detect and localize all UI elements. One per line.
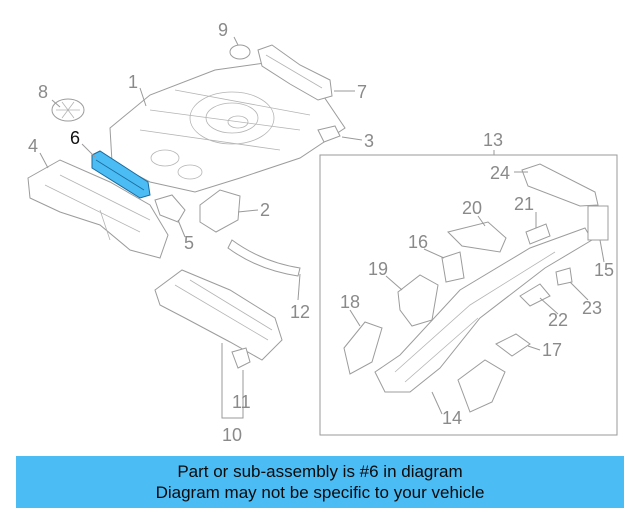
side-member-part-14 <box>374 227 593 393</box>
rear-floor-pan-part <box>109 61 346 193</box>
callout-22: 22 <box>548 310 568 330</box>
floor-side-part-4 <box>27 159 169 259</box>
clip-part-3 <box>317 125 341 143</box>
callout-3: 3 <box>364 131 374 151</box>
callout-14: 14 <box>442 408 462 428</box>
grommet-part-8 <box>51 98 85 122</box>
housing-part <box>457 359 506 413</box>
bracket-part-23 <box>555 267 573 286</box>
callout-23: 23 <box>582 298 602 318</box>
callout-18: 18 <box>340 292 360 312</box>
callout-5: 5 <box>184 233 194 253</box>
callout-21: 21 <box>514 194 534 214</box>
callout-11: 11 <box>232 392 251 412</box>
bracket-part-24 <box>521 163 599 207</box>
bracket-part-17 <box>495 333 531 357</box>
callout-20: 20 <box>462 198 482 218</box>
callout-8: 8 <box>38 82 48 102</box>
callout-17: 17 <box>542 340 562 360</box>
callout-1: 1 <box>128 72 138 92</box>
rear-crossmember-part <box>257 44 333 101</box>
curved-strip-part-12 <box>227 239 301 277</box>
leader-lines <box>39 36 605 419</box>
callout-24: 24 <box>490 163 510 183</box>
reinforcement-part-2 <box>199 189 241 233</box>
bracket-part-21 <box>525 223 551 245</box>
bracket-part-19 <box>397 274 439 327</box>
plug-part-9 <box>229 44 251 60</box>
callout-6: 6 <box>70 128 80 148</box>
callout-7: 7 <box>357 82 367 102</box>
bracket-part-20 <box>447 221 507 253</box>
subassembly-box-13 <box>319 154 618 436</box>
highlighted-part-6 <box>91 150 151 199</box>
callout-16: 16 <box>408 232 428 252</box>
callout-9: 9 <box>218 20 228 40</box>
bracket-part-18 <box>343 321 383 375</box>
bracket-part-11 <box>231 347 251 369</box>
plate-part-15 <box>587 205 609 241</box>
callout-2: 2 <box>260 200 270 220</box>
parts-diagram: 1 9 7 8 3 4 6 2 5 12 11 10 13 24 20 21 1… <box>27 20 618 445</box>
callout-labels: 1 9 7 8 3 4 6 2 5 12 11 10 13 24 20 21 1… <box>28 20 614 445</box>
callout-12: 12 <box>290 302 310 322</box>
callout-15: 15 <box>594 260 614 280</box>
callout-10: 10 <box>222 425 242 445</box>
bracket-part-5 <box>154 194 186 223</box>
bracket-part-22 <box>519 283 551 307</box>
info-banner: Part or sub-assembly is #6 in diagram Di… <box>16 456 624 508</box>
banner-line-disclaimer: Diagram may not be specific to your vehi… <box>155 483 485 502</box>
callout-4: 4 <box>28 136 38 156</box>
callout-13: 13 <box>483 130 503 150</box>
floor-member-part-10 <box>154 269 283 361</box>
bracket-part-16 <box>441 251 465 283</box>
callout-19: 19 <box>368 259 388 279</box>
banner-line-part-number: Part or sub-assembly is #6 in diagram <box>177 462 463 481</box>
